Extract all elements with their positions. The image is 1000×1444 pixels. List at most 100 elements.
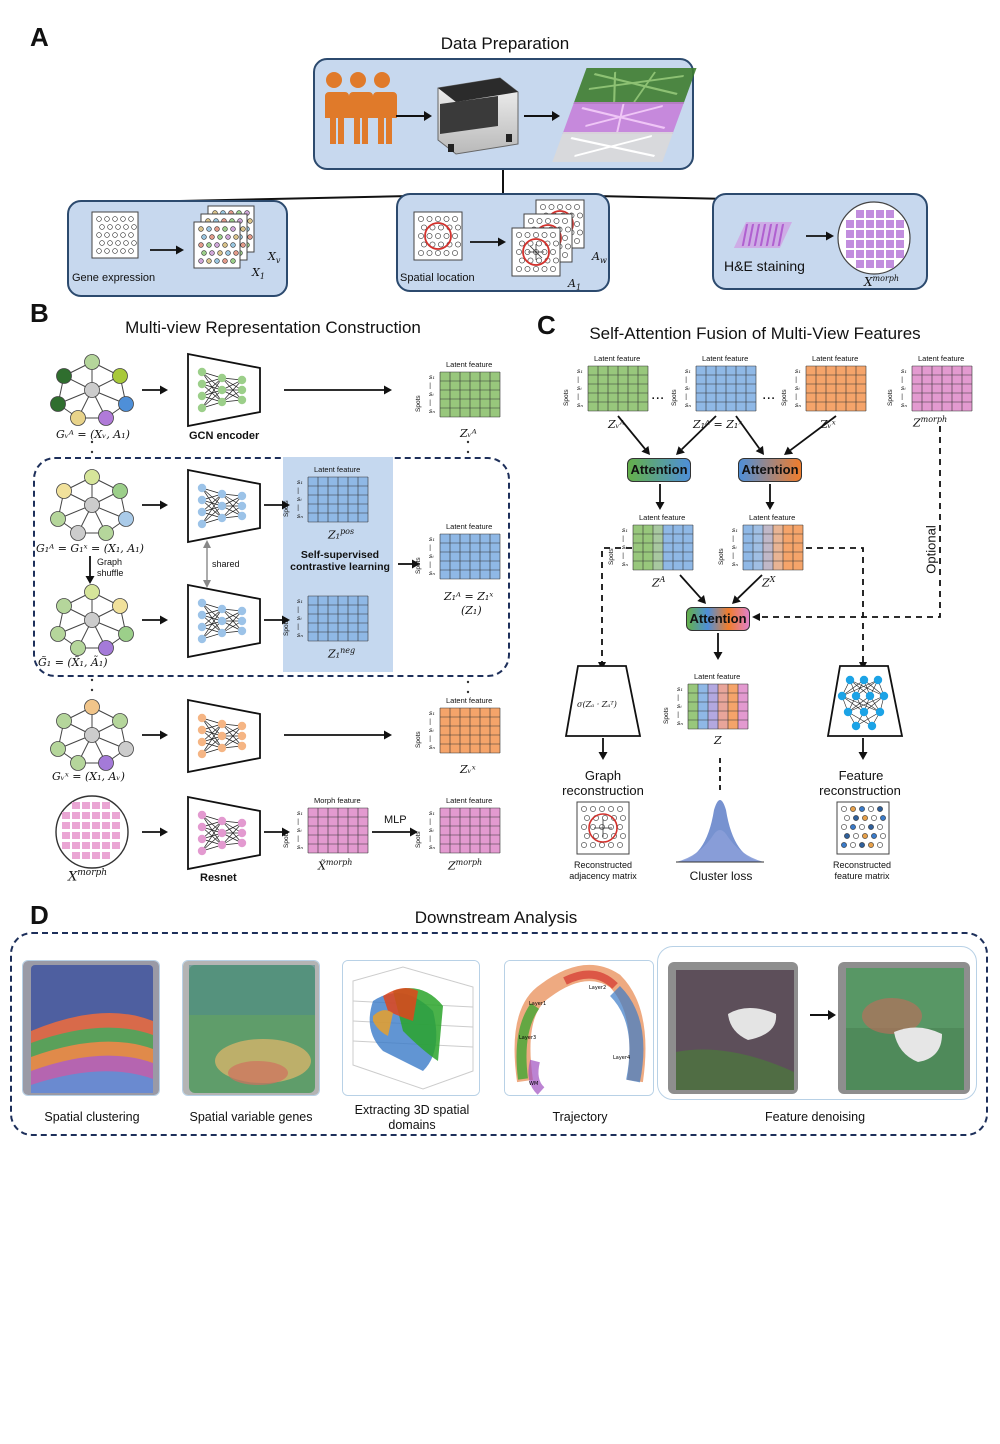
spatial-card-stack-1 — [511, 227, 561, 277]
spot-tick: sₙ — [677, 719, 683, 727]
spot-tick: | — [429, 735, 431, 743]
attention-block-a: Attention — [627, 458, 691, 482]
grid-header: Latent feature — [918, 354, 964, 363]
cluster-loss-icon — [676, 800, 764, 863]
spot-tick: sᵢ — [297, 826, 302, 834]
spot-tick: sₙ — [297, 512, 303, 520]
spot-tick: | — [297, 504, 299, 512]
recon-adj-label-2: adjacency matrix — [569, 871, 637, 881]
arrow-ssl-z1 — [398, 559, 420, 569]
encoder-node — [217, 489, 227, 499]
g-1-formula: G₁ᴬ = G₁ˣ = (X₁, A₁) — [36, 542, 144, 555]
graph-node — [112, 598, 128, 614]
ellipsis-dot — [90, 688, 94, 692]
graph-node — [98, 525, 114, 541]
encoder-node — [237, 385, 247, 395]
spots-axis-label: Spots — [283, 619, 290, 636]
spots-axis-label: Spots — [718, 548, 725, 565]
a-w-label: Aw — [592, 250, 607, 266]
graph-shuffle-arrow — [85, 556, 95, 584]
spot-tick: | — [685, 376, 687, 384]
arrow-to-encoder-3 — [142, 730, 168, 740]
decoder-node — [837, 691, 847, 701]
spot-tick: sᵢ — [297, 614, 302, 622]
spot-tick: | — [297, 487, 299, 495]
arrow-resnet-morph — [264, 827, 290, 837]
spot-tick: sᵢ — [577, 384, 582, 392]
encoder-node — [237, 818, 247, 828]
spot-tick: | — [732, 552, 734, 560]
encoder-node — [217, 373, 227, 383]
grid-header: Morph feature — [314, 796, 361, 805]
c-z-va-label: Zᵥᴬ — [608, 418, 625, 431]
arrow-zwx-attn — [784, 415, 837, 455]
grid-header: Latent feature — [694, 672, 740, 681]
graph-node — [84, 469, 100, 485]
downstream-dashed-box — [10, 932, 988, 1136]
encoder-resnet — [187, 795, 261, 871]
encoder-node — [217, 828, 227, 838]
encoder-node — [217, 743, 227, 753]
x-morph-label: Xmorph — [864, 274, 900, 289]
encoder-node — [197, 622, 207, 632]
encoder-node — [237, 741, 247, 751]
grid-cells — [632, 524, 694, 571]
grid-cells — [742, 524, 804, 571]
spots-axis-label: Spots — [415, 731, 422, 748]
graph-node — [98, 640, 114, 656]
c-z-x-label: ZX — [762, 575, 776, 590]
spots-axis-label: Spots — [415, 831, 422, 848]
gene-card-stack-1 — [193, 221, 241, 269]
graph-node — [84, 727, 100, 743]
spot-tick: sᵢ — [732, 543, 737, 551]
spot-tick: sₙ — [429, 407, 435, 415]
arrow-to-encoder-0 — [142, 385, 168, 395]
spot-tick: sᵢ — [677, 702, 682, 710]
spot-tick: | — [429, 399, 431, 407]
encoder-node — [217, 604, 227, 614]
spot-tick: sᵢ — [429, 552, 434, 560]
spot-tick: s₁ — [622, 526, 628, 534]
denoise-arrow-icon — [810, 1010, 836, 1020]
panel-letter-b: B — [30, 298, 49, 328]
arrow-people-machine — [396, 111, 432, 121]
shared-arrow-up — [203, 540, 211, 548]
arrow-z1-attn-a — [676, 415, 717, 455]
encoder-node — [217, 816, 227, 826]
graph-node — [98, 410, 114, 426]
arrow-attn-zx — [765, 484, 775, 510]
recon-feat-label-2: feature matrix — [834, 871, 890, 881]
panel-letter-d: D — [30, 900, 49, 930]
spot-tick: s₁ — [429, 809, 435, 817]
spot-tick: | — [297, 623, 299, 631]
encoder-node — [197, 403, 207, 413]
contrastive-dashed-box — [33, 457, 510, 677]
spots-axis-label: Spots — [663, 707, 670, 724]
grid-cells — [695, 365, 757, 412]
graph-decoder-trapezoid — [564, 665, 642, 737]
encoder-node — [197, 725, 207, 735]
encoder-node — [217, 501, 227, 511]
recon-feat-label-1: Reconstructed — [832, 860, 892, 870]
arrow-to-encoder-4 — [142, 827, 168, 837]
graph-node — [56, 483, 72, 499]
ellipsis-dot — [466, 440, 470, 444]
caption-trajectory: Trajectory — [552, 1110, 608, 1124]
graph-node — [70, 755, 86, 771]
encoder-node — [197, 495, 207, 505]
feature-recon-label-2: reconstruction — [819, 783, 901, 798]
spot-tick: sᵢ — [685, 384, 690, 392]
c-z-morph-label: Zmorph — [913, 415, 948, 430]
graph-node — [112, 713, 128, 729]
spot-tick: | — [685, 393, 687, 401]
spot-tick: sᵢ — [429, 390, 434, 398]
spot-tick: | — [577, 376, 579, 384]
encoder-node — [197, 598, 207, 608]
sigma-formula: σ(Zₐ · Zₐᵀ) — [577, 700, 617, 709]
gene-card-plain — [91, 211, 139, 259]
encoder-node — [197, 610, 207, 620]
spot-tick: sᵢ — [429, 826, 434, 834]
